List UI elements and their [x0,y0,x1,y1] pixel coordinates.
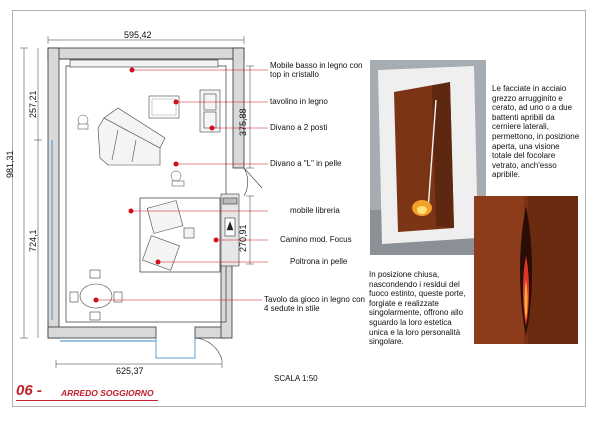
description-top: Le facciate in acciaio grezzo arrugginit… [492,84,580,180]
footer-rule [16,400,158,401]
callout-divano-l: Divano a "L" in pelle [270,159,342,168]
dim-right-lower: 270,91 [238,224,248,252]
callout-mobile-basso: Mobile basso in legno con top in cristal… [270,61,363,79]
dim-right-upper: 375,88 [238,108,248,136]
page-title: ARREDO SOGGIORNO [61,388,154,398]
fireplace-photo-top [370,60,486,255]
dim-top: 595,42 [124,30,152,40]
description-bottom: In posizione chiusa, nascondendo i resid… [369,270,466,347]
walls [47,47,245,339]
scale-label: SCALA 1:50 [274,374,318,383]
callout-libreria: mobile libreria [290,206,340,215]
dim-left-upper: 257,21 [28,90,38,118]
dim-bottom: 625,37 [116,366,144,376]
game-table [69,269,123,321]
callout-poltrona: Poltrona in pelle [290,257,348,266]
page-number: 06 - [16,382,42,399]
callout-camino: Camino mod. Focus [280,235,352,244]
dim-left-lower: 724,1 [28,229,38,252]
fireplace-niche [220,193,240,267]
callout-tavolino: tavolino in legno [270,97,328,106]
callout-tavolo: Tavolo da gioco in legno con 4 sedute in… [264,295,365,313]
callout-divano-2: Divano a 2 posti [270,123,328,132]
page-frame [12,10,586,407]
library-room [139,197,221,273]
dim-left-total: 981,31 [5,150,15,178]
fireplace-photo-bottom [474,196,578,344]
l-sofa [97,107,166,166]
